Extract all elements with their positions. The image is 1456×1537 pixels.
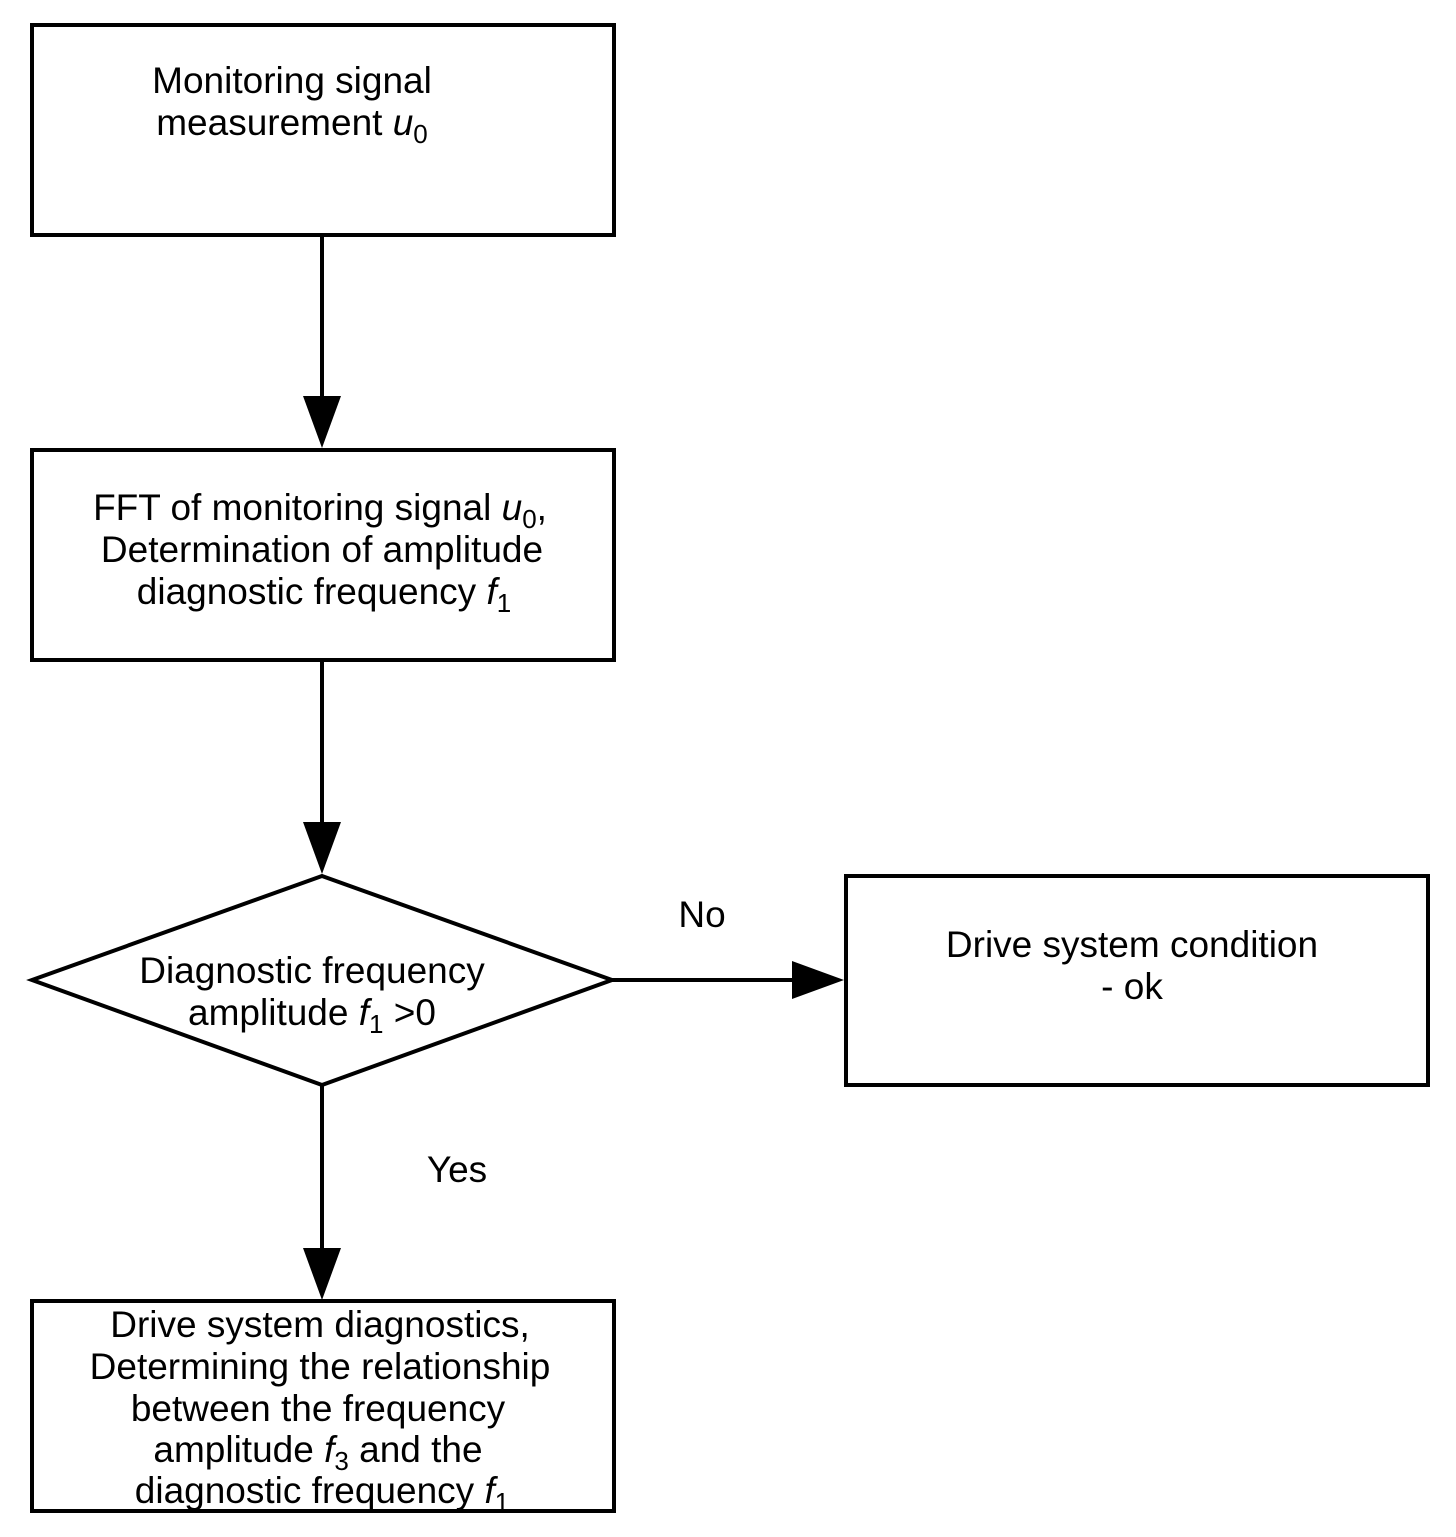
svg-text:diagnostic frequency f1: diagnostic frequency f1 <box>135 1470 509 1517</box>
svg-text:measurement u0: measurement u0 <box>156 102 428 149</box>
svg-text:- ok: - ok <box>1101 966 1163 1007</box>
fft-line1-var: u <box>502 487 523 528</box>
ok-line1: Drive system condition <box>946 924 1318 965</box>
decision-line1: Diagnostic frequency <box>139 950 485 991</box>
svg-text:Diagnostic frequency: Diagnostic frequency <box>139 950 485 991</box>
diagnostics-line5-sub: 1 <box>495 1487 509 1517</box>
measurement-line2-var: u <box>393 102 414 143</box>
diagnostics-line4-sub: 3 <box>334 1446 348 1476</box>
edge-fft-to-decision <box>303 660 341 874</box>
svg-text:Determining the relationship: Determining the relationship <box>90 1346 551 1387</box>
fft-line1-text: FFT of monitoring signal <box>93 487 502 528</box>
yes-label: Yes <box>427 1149 487 1190</box>
decision-line2-sub: 1 <box>369 1009 383 1039</box>
diagnostics-line5-text: diagnostic frequency <box>135 1470 485 1511</box>
diagnostics-line2: Determining the relationship <box>90 1346 551 1387</box>
edge-measurement-to-fft <box>303 235 341 448</box>
diagnostics-line1: Drive system diagnostics, <box>110 1304 529 1345</box>
svg-text:amplitude f3 and the: amplitude f3 and the <box>153 1429 482 1476</box>
svg-text:diagnostic frequency f1: diagnostic frequency f1 <box>137 571 511 618</box>
fft-line2: Determination of amplitude <box>101 529 543 570</box>
svg-text:between the frequency: between the frequency <box>131 1388 506 1429</box>
measurement-line1: Monitoring signal <box>152 60 432 101</box>
measurement-node: Monitoring signal measurement u0 <box>30 23 616 237</box>
svg-text:Drive system condition: Drive system condition <box>946 924 1318 965</box>
no-label: No <box>678 894 725 935</box>
svg-text:Drive system diagnostics,: Drive system diagnostics, <box>110 1304 529 1345</box>
fft-line3-sub: 1 <box>497 588 511 618</box>
svg-text:Determination of amplitude: Determination of amplitude <box>101 529 543 570</box>
diagnostics-line4-text: amplitude <box>153 1429 324 1470</box>
decision-line2-text: amplitude <box>188 992 359 1033</box>
svg-text:FFT of monitoring signal u0,: FFT of monitoring signal u0, <box>93 487 547 534</box>
fft-line3-text: diagnostic frequency <box>137 571 487 612</box>
fft-node: FFT of monitoring signal u0, Determinati… <box>30 448 616 662</box>
ok-line2: - ok <box>1101 966 1163 1007</box>
ok-node: Drive system condition - ok <box>844 874 1430 1087</box>
fft-line1-tail: , <box>537 487 547 528</box>
diagnostics-line4-tail: and the <box>349 1429 483 1470</box>
decision-line2-tail: >0 <box>384 992 436 1033</box>
svg-text:amplitude f1 >0: amplitude f1 >0 <box>188 992 436 1039</box>
svg-text:Monitoring signal: Monitoring signal <box>152 60 432 101</box>
measurement-line2-sub: 0 <box>413 119 427 149</box>
diagnostics-node: Drive system diagnostics, Determining th… <box>30 1299 616 1517</box>
decision-node: Diagnostic frequency amplitude f1 >0 <box>26 873 618 1088</box>
edge-decision-no: No <box>612 894 844 999</box>
fft-line1-sub: 0 <box>522 504 536 534</box>
measurement-line2-text: measurement <box>156 102 393 143</box>
diagnostics-line3: between the frequency <box>131 1388 506 1429</box>
edge-decision-yes: Yes <box>303 1085 487 1300</box>
